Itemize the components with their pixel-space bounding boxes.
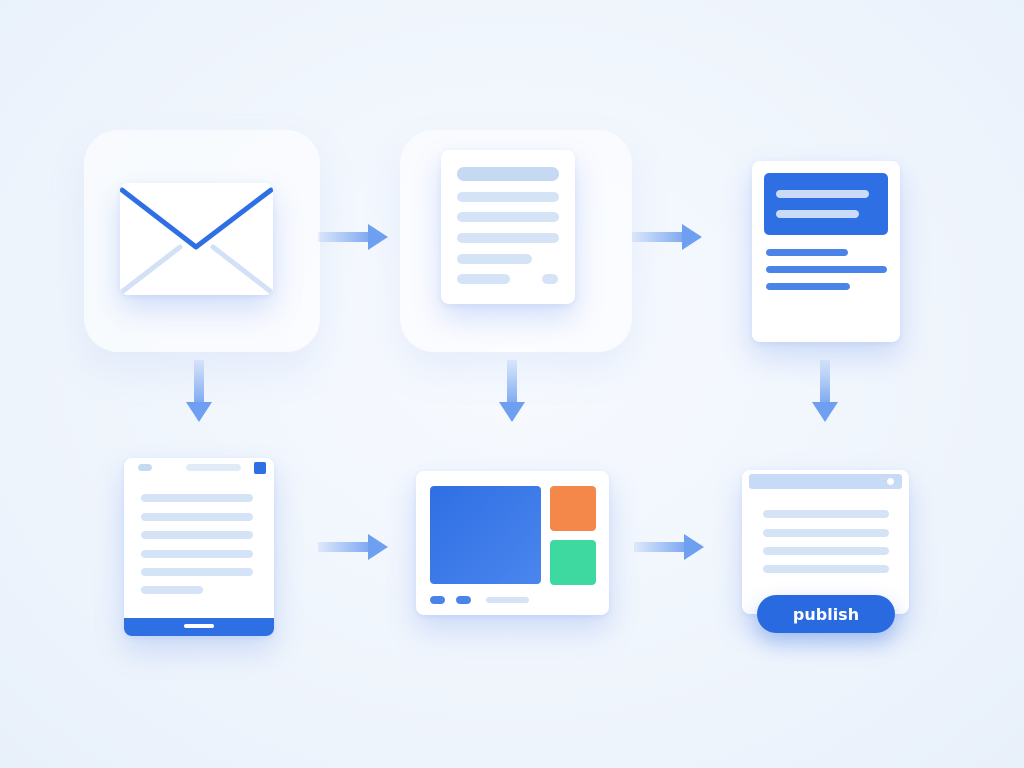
document-line	[457, 167, 559, 181]
envelope-icon	[120, 183, 273, 295]
body-line	[766, 283, 850, 290]
media-green-tile	[550, 540, 596, 585]
browser-line	[763, 529, 889, 537]
media-layout-icon	[416, 471, 609, 615]
browser-dot	[887, 478, 894, 485]
document-icon	[441, 150, 575, 304]
editor-line	[141, 568, 253, 576]
arrow-right-icon	[632, 224, 702, 250]
media-orange-tile	[550, 486, 596, 531]
header-line	[776, 210, 859, 218]
browser-line	[763, 510, 889, 518]
status-bar-square	[254, 462, 266, 474]
device-bottom-bar	[124, 618, 274, 636]
media-control-dot	[430, 596, 445, 604]
editor-line	[141, 550, 253, 558]
browser-line	[763, 565, 889, 573]
status-bar-pill	[186, 464, 241, 471]
publish-button[interactable]: publish	[757, 595, 895, 633]
editor-line	[141, 513, 253, 521]
browser-window-icon	[742, 470, 909, 614]
document-line	[457, 192, 559, 202]
media-caption-line	[486, 597, 529, 603]
document-line	[457, 274, 510, 284]
body-line	[766, 266, 887, 273]
envelope-graphic	[120, 183, 273, 295]
editor-line	[141, 586, 203, 594]
body-line	[766, 249, 848, 256]
document-line	[457, 212, 559, 222]
document-line	[457, 233, 559, 243]
arrow-right-icon	[318, 534, 388, 560]
arrow-down-icon	[499, 360, 525, 422]
arrow-right-icon	[318, 224, 388, 250]
browser-line	[763, 547, 889, 555]
arrow-down-icon	[186, 360, 212, 422]
arrow-down-icon	[812, 360, 838, 422]
arrow-right-icon	[634, 534, 704, 560]
media-main-tile	[430, 486, 541, 584]
editor-line	[141, 494, 253, 502]
browser-title-bar	[749, 474, 902, 489]
document-header-block	[764, 173, 888, 235]
formatted-document-icon	[752, 161, 900, 342]
media-control-dot	[456, 596, 471, 604]
status-bar-dot	[138, 464, 152, 471]
home-indicator	[184, 624, 214, 628]
header-line	[776, 190, 869, 198]
document-line	[457, 254, 532, 264]
editor-line	[141, 531, 253, 539]
mobile-editor-icon	[124, 458, 274, 636]
document-line	[542, 274, 558, 284]
